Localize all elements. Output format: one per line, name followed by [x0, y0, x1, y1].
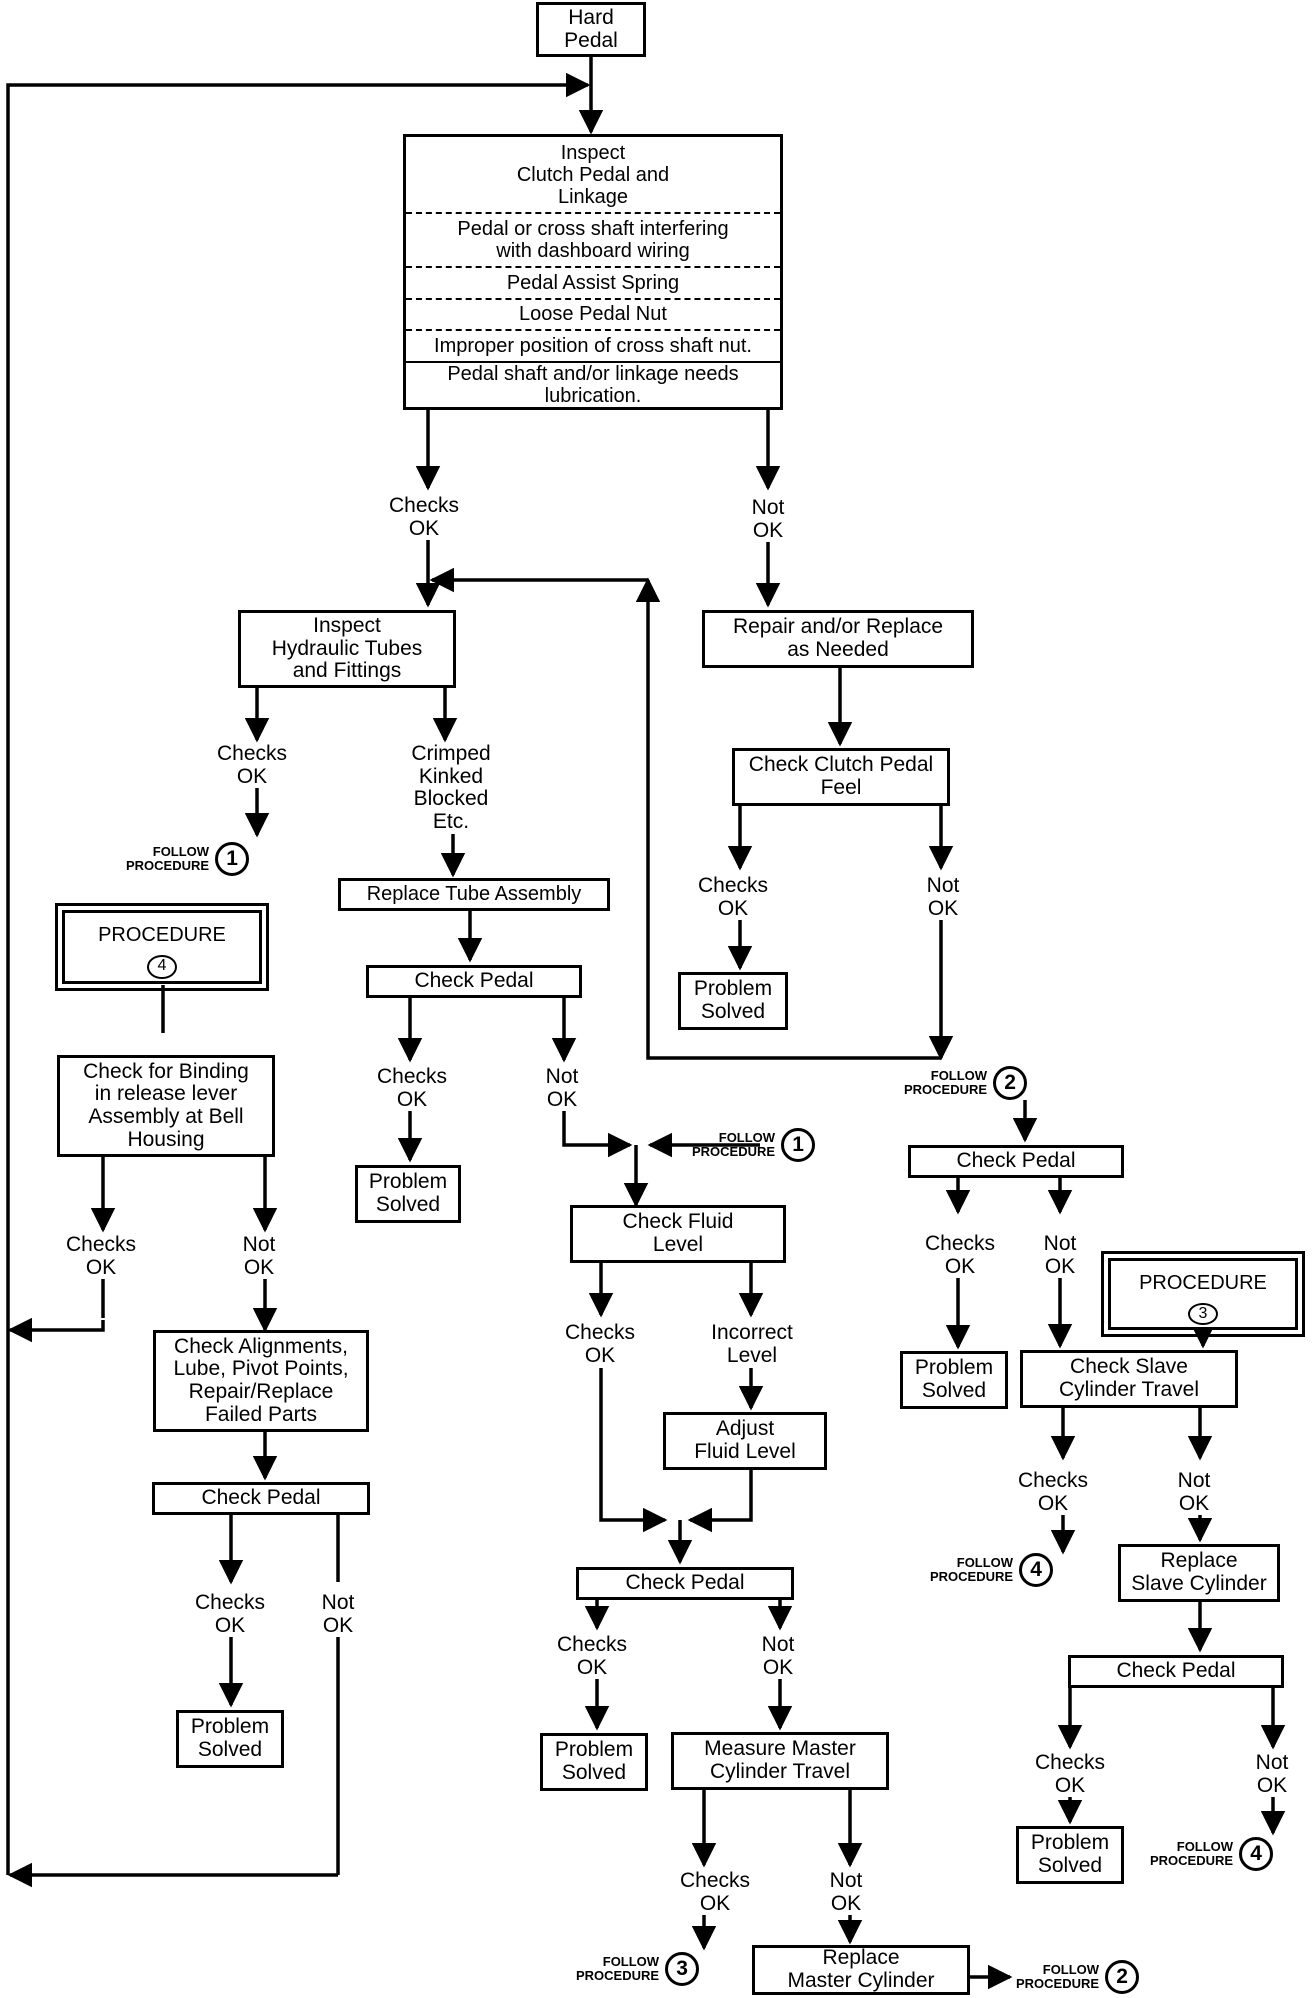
label-not-ok-right: Not OK: [1041, 1232, 1079, 1279]
follow-procedure-1-a[interactable]: FOLLOW PROCEDURE 1: [126, 842, 250, 876]
label-not-ok-slave: Not OK: [1175, 1469, 1213, 1516]
label-checks-ok-alignments: Checks OK: [192, 1591, 268, 1638]
follow-procedure-2-a[interactable]: FOLLOW PROCEDURE 2: [904, 1066, 1028, 1100]
follow-procedure-1-b[interactable]: FOLLOW PROCEDURE 1: [692, 1128, 816, 1162]
label-not-ok-binding: Not OK: [240, 1233, 278, 1280]
label-checks-ok-binding: Checks OK: [63, 1233, 139, 1280]
label-not-ok-linkage: Not OK: [749, 496, 787, 543]
inspect-item-nut: Loose Pedal Nut: [406, 300, 780, 332]
label-not-ok-feel: Not OK: [924, 874, 962, 921]
inspect-item-wiring: Pedal or cross shaft interfering with da…: [406, 214, 780, 268]
check-alignments-box[interactable]: Check Alignments, Lube, Pivot Points, Re…: [153, 1330, 369, 1432]
procedure-4-title: PROCEDURE: [98, 924, 226, 946]
label-incorrect-level: Incorrect Level: [709, 1321, 795, 1368]
problem-solved-slave-box[interactable]: Problem Solved: [1016, 1826, 1124, 1884]
procedure-3-title: PROCEDURE: [1139, 1272, 1267, 1294]
label-checks-ok-right: Checks OK: [922, 1232, 998, 1279]
label-checks-ok-slave-pedal: Checks OK: [1032, 1751, 1108, 1798]
follow-procedure-3[interactable]: FOLLOW PROCEDURE 3: [576, 1952, 700, 1986]
replace-master-cylinder-box[interactable]: Replace Master Cylinder: [752, 1945, 970, 1995]
check-pedal-tube-box[interactable]: Check Pedal: [366, 965, 582, 998]
repair-replace-box[interactable]: Repair and/or Replace as Needed: [702, 610, 974, 668]
problem-solved-alignments-box[interactable]: Problem Solved: [176, 1710, 284, 1768]
check-slave-cylinder-box[interactable]: Check Slave Cylinder Travel: [1020, 1350, 1238, 1408]
inspect-clutch-linkage-box[interactable]: Inspect Clutch Pedal and Linkage Pedal o…: [403, 134, 783, 410]
label-checks-ok-master: Checks OK: [677, 1869, 753, 1916]
check-fluid-level-box[interactable]: Check Fluid Level: [570, 1205, 786, 1263]
inspect-item-lubrication: Pedal shaft and/or linkage needs lubrica…: [447, 362, 739, 407]
replace-slave-cylinder-box[interactable]: Replace Slave Cylinder: [1118, 1544, 1280, 1602]
procedure-2-circle: 2: [993, 1066, 1028, 1100]
procedure-4-circle: 4: [1239, 1837, 1274, 1871]
label-checks-ok-feel: Checks OK: [695, 874, 771, 921]
label-checks-ok-linkage: Checks OK: [386, 494, 462, 541]
label-not-ok-master: Not OK: [827, 1869, 865, 1916]
label-checks-ok-tube: Checks OK: [374, 1065, 450, 1112]
label-checks-ok-fluid: Checks OK: [562, 1321, 638, 1368]
follow-procedure-4-b[interactable]: FOLLOW PROCEDURE 4: [1150, 1837, 1274, 1871]
check-pedal-right-box[interactable]: Check Pedal: [908, 1145, 1124, 1178]
replace-tube-assembly-box[interactable]: Replace Tube Assembly: [338, 878, 610, 911]
check-clutch-pedal-feel-box[interactable]: Check Clutch Pedal Feel: [732, 748, 950, 806]
label-checks-ok-hydraulic: Checks OK: [214, 742, 290, 789]
problem-solved-tube-box[interactable]: Problem Solved: [355, 1165, 461, 1223]
label-not-ok-tube: Not OK: [543, 1065, 581, 1112]
check-pedal-fluid-box[interactable]: Check Pedal: [576, 1567, 794, 1600]
label-not-ok-alignments: Not OK: [319, 1591, 357, 1638]
label-not-ok-slave-pedal: Not OK: [1253, 1751, 1291, 1798]
check-pedal-alignments-box[interactable]: Check Pedal: [152, 1482, 370, 1515]
inspect-item-cross-shaft: Improper position of cross shaft nut.: [406, 331, 780, 363]
procedure-1-circle: 1: [215, 842, 250, 876]
procedure-3-circle: 3: [665, 1952, 700, 1986]
problem-solved-fluid-box[interactable]: Problem Solved: [540, 1733, 648, 1791]
label-not-ok-fluid-pedal: Not OK: [759, 1633, 797, 1680]
problem-solved-feel-box[interactable]: Problem Solved: [678, 972, 788, 1030]
problem-solved-right-box[interactable]: Problem Solved: [900, 1351, 1008, 1409]
check-pedal-slave-box[interactable]: Check Pedal: [1068, 1655, 1284, 1688]
procedure-2-circle: 2: [1105, 1960, 1140, 1994]
label-checks-ok-slave: Checks OK: [1015, 1469, 1091, 1516]
procedure-3-header[interactable]: PROCEDURE 3: [1101, 1251, 1305, 1337]
follow-procedure-4-a[interactable]: FOLLOW PROCEDURE 4: [930, 1553, 1054, 1587]
inspect-title: Inspect Clutch Pedal and Linkage: [406, 137, 780, 215]
inspect-item-spring: Pedal Assist Spring: [406, 268, 780, 300]
adjust-fluid-level-box[interactable]: Adjust Fluid Level: [663, 1412, 827, 1470]
measure-master-cylinder-box[interactable]: Measure Master Cylinder Travel: [671, 1732, 889, 1790]
start-hard-pedal[interactable]: Hard Pedal: [536, 2, 646, 57]
label-crimped: Crimped Kinked Blocked Etc.: [409, 742, 493, 834]
procedure-4-header[interactable]: PROCEDURE 4: [55, 903, 269, 991]
start-label: Hard Pedal: [564, 5, 618, 52]
follow-procedure-2-b[interactable]: FOLLOW PROCEDURE 2: [1016, 1960, 1140, 1994]
procedure-4-number: 4: [147, 954, 177, 979]
label-checks-ok-fluid-pedal: Checks OK: [554, 1633, 630, 1680]
procedure-1-circle: 1: [781, 1128, 816, 1162]
procedure-4-circle: 4: [1019, 1553, 1054, 1587]
check-binding-box[interactable]: Check for Binding in release lever Assem…: [57, 1055, 275, 1157]
procedure-3-number: 3: [1188, 1302, 1218, 1325]
inspect-hydraulic-tubes-box[interactable]: Inspect Hydraulic Tubes and Fittings: [238, 610, 456, 688]
